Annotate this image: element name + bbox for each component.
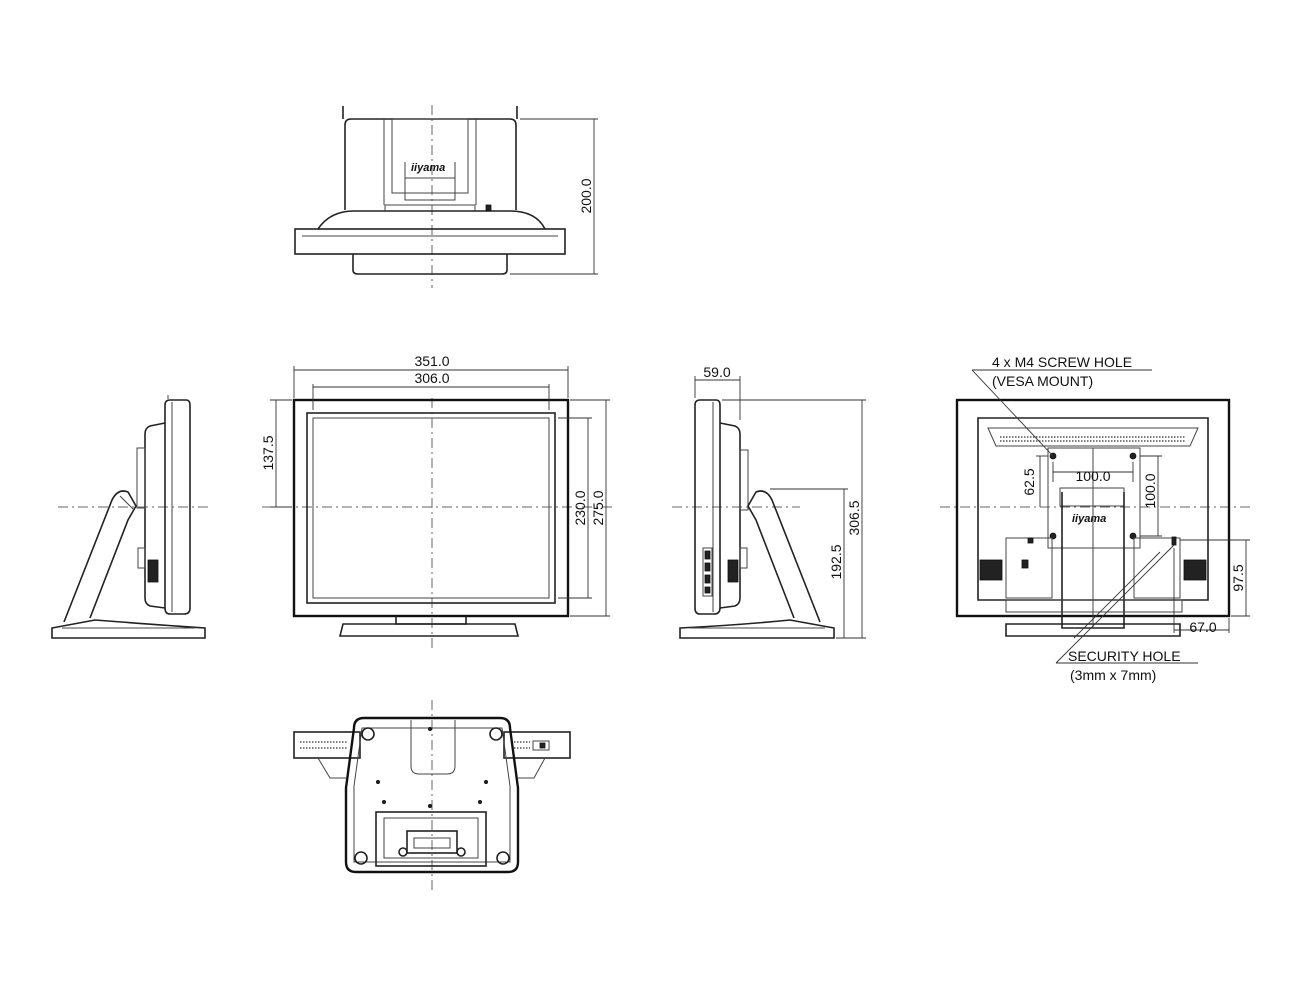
svg-text:iiyama: iiyama [411, 162, 445, 174]
dimension-front-center-height: 137.5 [260, 435, 276, 470]
annotation-security-hole-1: SECURITY HOLE [1068, 648, 1181, 664]
rear-view: iiyama 100.0 100.0 62.5 97.5 67.0 4 x M4 [940, 354, 1250, 683]
dimension-rear-vesa-offset: 62.5 [1021, 468, 1037, 495]
dimension-front-width-inner: 306.0 [414, 370, 449, 386]
dimension-rear-vesa-horizontal: 100.0 [1075, 468, 1110, 484]
left-side-view [51, 395, 212, 639]
dimension-rear-vesa-vertical: 100.0 [1142, 473, 1158, 508]
right-side-view: 59.0 306.5 192.5 [672, 364, 866, 639]
svg-text:iiyama: iiyama [1072, 513, 1106, 525]
top-view: iiyama 200.0 [294, 105, 598, 288]
annotation-screw-hole-2: (VESA MOUNT) [992, 373, 1093, 389]
dimension-rear-security-height: 97.5 [1230, 564, 1246, 591]
dimension-side-center-height: 192.5 [828, 544, 844, 579]
annotation-security-hole-2: (3mm x 7mm) [1070, 667, 1156, 683]
dimension-side-total-height: 306.5 [846, 500, 862, 535]
dimension-side-depth: 59.0 [703, 364, 730, 380]
annotation-screw-hole-1: 4 x M4 SCREW HOLE [992, 354, 1132, 370]
dimension-front-outer-height: 275.0 [590, 490, 606, 525]
dimension-front-screen-height: 230.0 [572, 490, 588, 525]
dimension-front-width-outer: 351.0 [414, 353, 449, 369]
front-view: 351.0 306.0 137.5 230.0 275.0 [260, 353, 612, 650]
dimension-rear-security-offset: 67.0 [1189, 619, 1216, 635]
bottom-view [293, 700, 571, 893]
dimension-top-depth: 200.0 [578, 178, 594, 213]
